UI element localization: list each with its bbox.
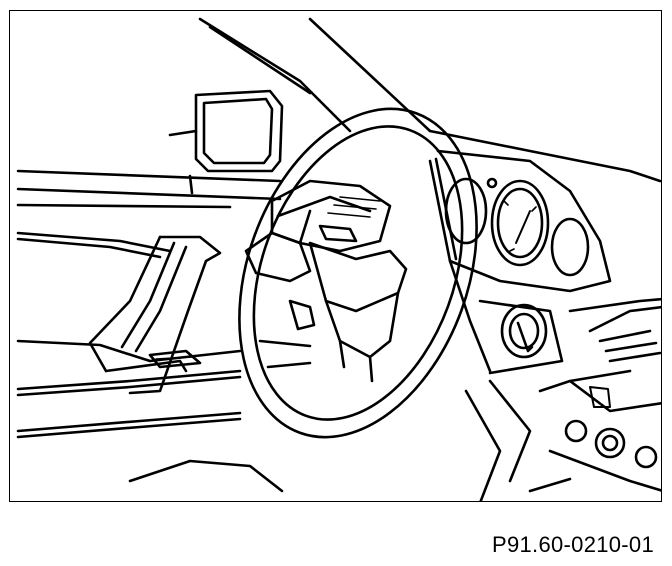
steering-column	[244, 179, 408, 383]
side-mirror	[168, 89, 284, 173]
door-handle	[88, 235, 222, 395]
center-console	[464, 297, 661, 501]
figure-caption: P91.60-0210-01	[492, 532, 654, 557]
instrument-cluster	[428, 149, 612, 373]
door-trim	[16, 169, 284, 493]
illustration-frame	[9, 10, 662, 502]
steering-wheel-cockpit-drawing	[16, 17, 661, 501]
ignition-switch	[478, 299, 564, 375]
steering-wheel	[238, 107, 478, 439]
windshield-frame	[198, 17, 661, 183]
